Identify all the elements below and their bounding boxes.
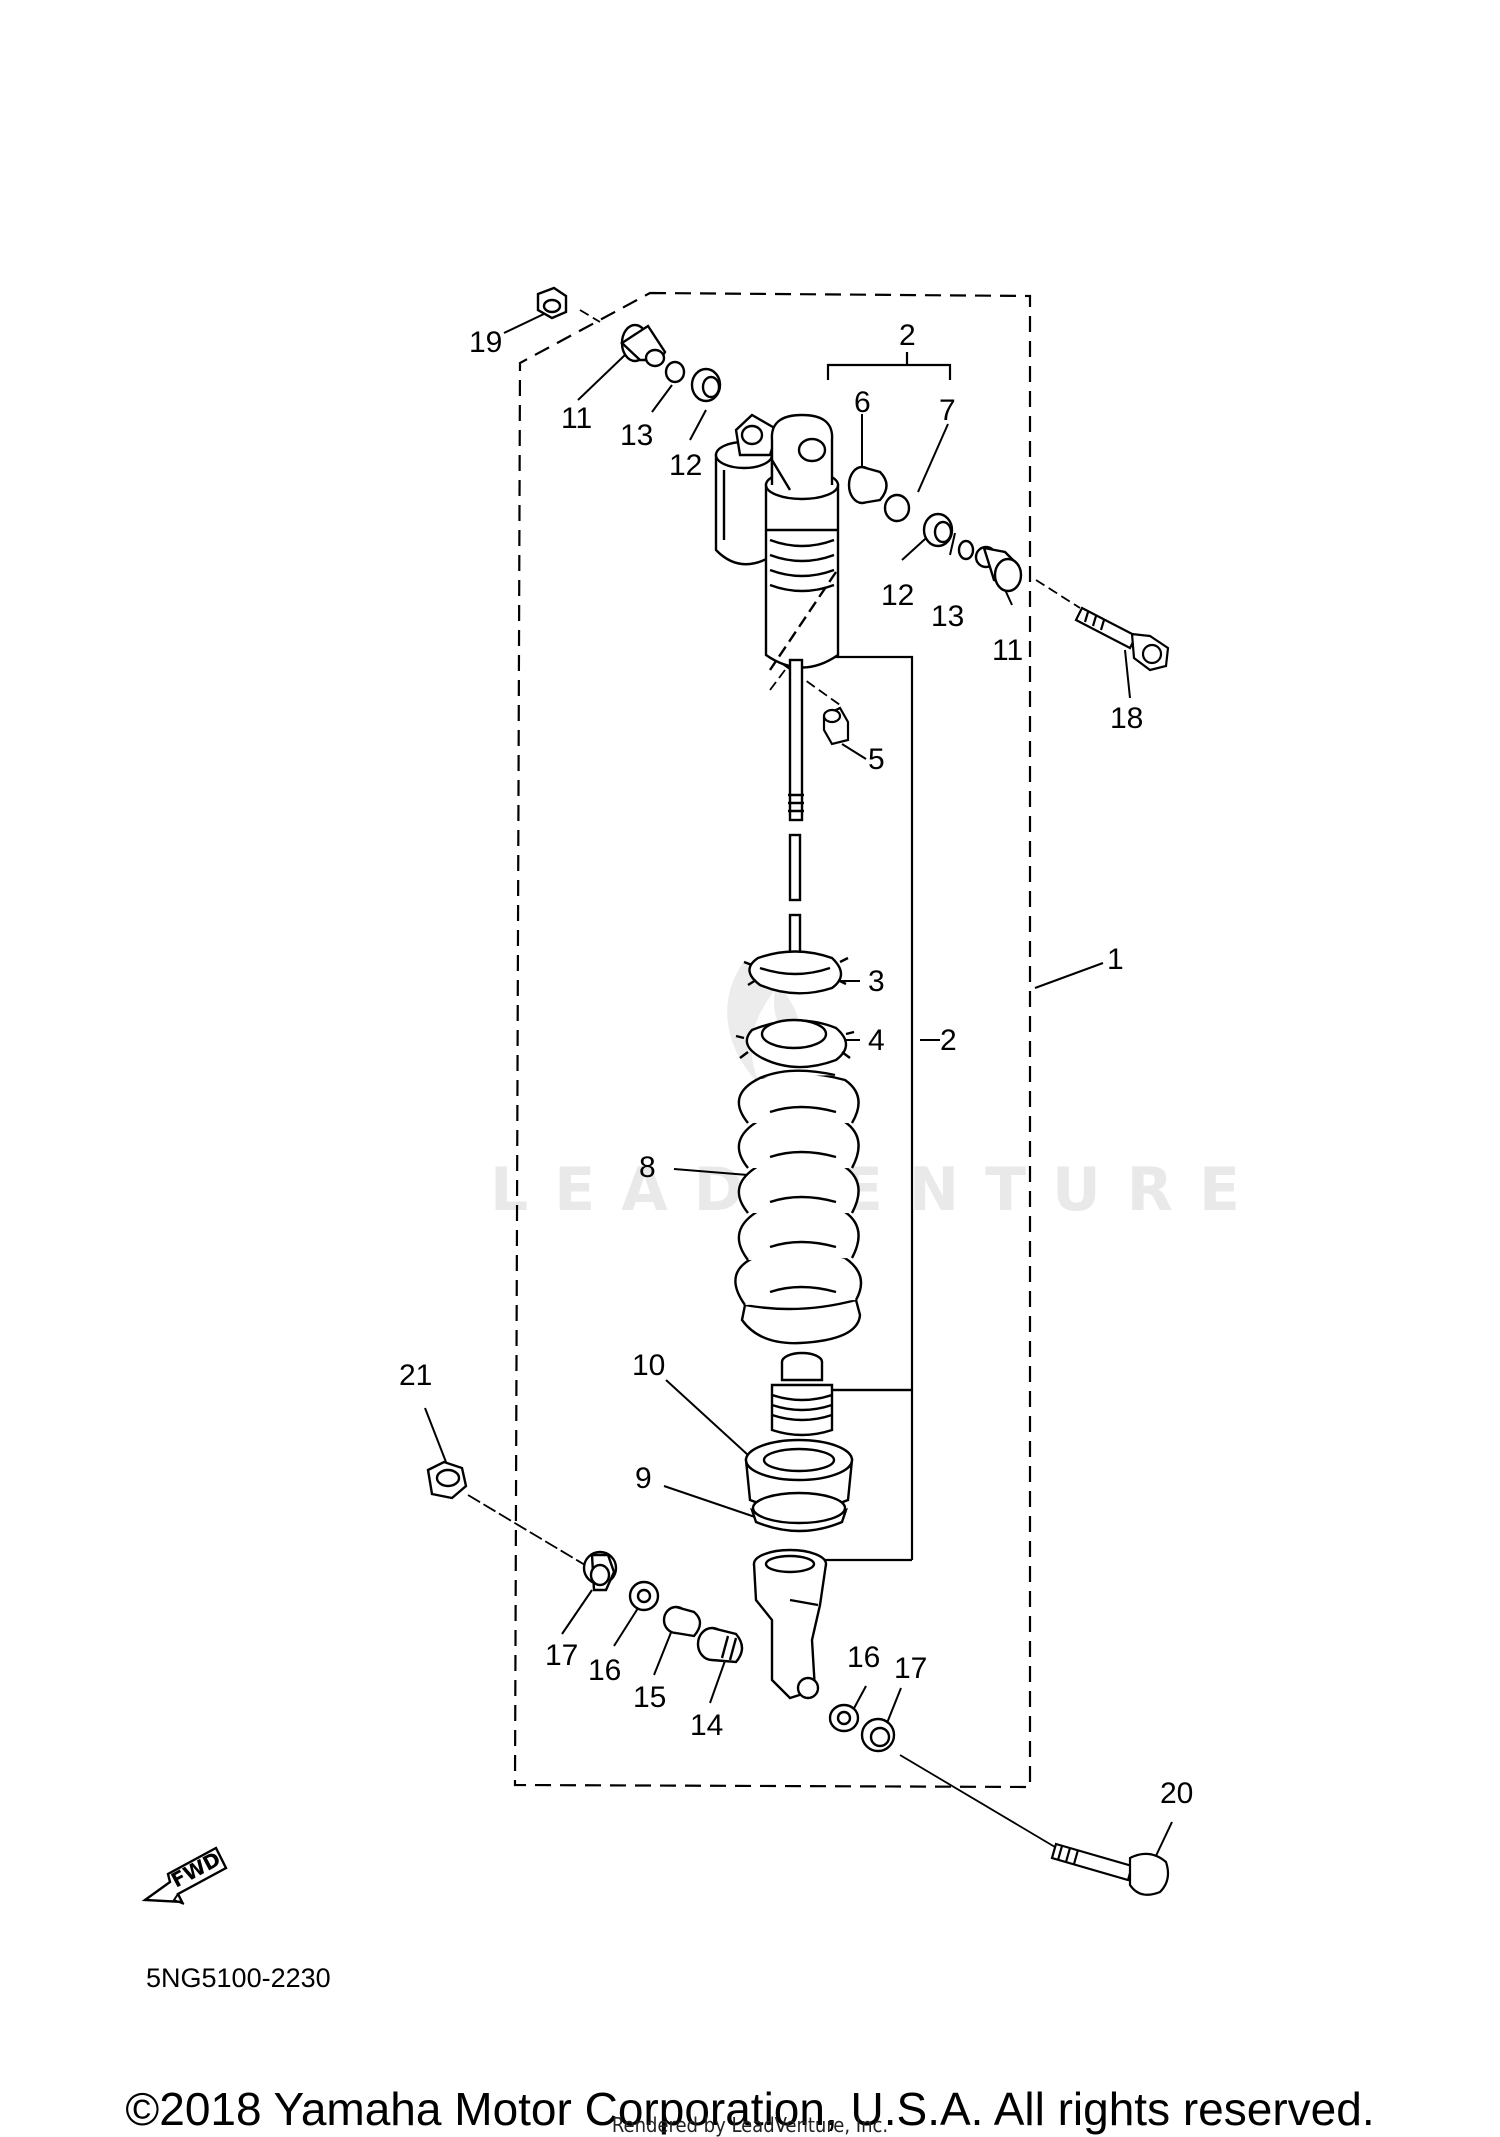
part-16-washer-left [628, 1580, 660, 1612]
part-16-washer-right [828, 1703, 860, 1733]
callout-10: 10 [632, 1349, 665, 1382]
rendered-by-notice: Rendered by LeadVenture, Inc. [611, 2113, 889, 2137]
callout-19: 19 [469, 326, 502, 359]
part-12-seal-right [922, 512, 954, 548]
watermark-text: LEADVENTURE [490, 1155, 1266, 1225]
part-21-nut [426, 1460, 468, 1500]
callout-15: 15 [633, 1681, 666, 1714]
callout-4: 4 [868, 1024, 885, 1057]
callout-12-left: 12 [669, 449, 702, 482]
callout-12-right: 12 [881, 579, 914, 612]
callout-3: 3 [868, 965, 885, 998]
clevis [752, 1548, 828, 1700]
watermark: LEADVENTURE [490, 960, 1266, 1225]
part-17-cap-left [582, 1550, 618, 1592]
callout-7: 7 [939, 394, 956, 427]
callout-11-right: 11 [992, 634, 1023, 667]
part-18-bolt [1074, 606, 1170, 672]
bracket-lines [820, 352, 952, 1562]
leader-lines [424, 312, 1173, 1861]
callout-20: 20 [1160, 1777, 1193, 1810]
part-13-oring-left [664, 360, 686, 384]
copyright-notice: ©2018 Yamaha Motor Corporation, U.S.A. A… [125, 2083, 1375, 2135]
part-13-oring-right [957, 539, 975, 561]
callout-21: 21 [399, 1359, 432, 1392]
part-bumper [770, 1351, 834, 1437]
part-19-nut [536, 286, 568, 320]
callout-11-left: 11 [561, 402, 592, 435]
callout-13-right: 13 [931, 600, 964, 633]
callout-16-left: 16 [588, 1654, 621, 1687]
callout-1: 1 [1107, 943, 1124, 976]
part-15-collar [662, 1605, 702, 1638]
fwd-arrow-icon: FWD [141, 1846, 228, 1905]
callout-5: 5 [868, 743, 885, 776]
part-6-bushing [847, 465, 888, 505]
callout-labels: 1 2 2 3 4 5 6 7 8 9 10 11 11 12 12 13 13… [399, 319, 1193, 1810]
part-17-cap-right [860, 1717, 896, 1753]
callout-8: 8 [639, 1151, 656, 1184]
callout-14: 14 [690, 1709, 723, 1742]
part-20-bolt [1050, 1842, 1170, 1896]
part-11-collar-left [620, 323, 667, 368]
part-3-locknut [743, 950, 849, 995]
callout-13-left: 13 [620, 419, 653, 452]
diagram-code: 5NG5100-2230 [146, 1963, 331, 1993]
callout-2-top: 2 [899, 319, 916, 352]
callout-6: 6 [854, 386, 871, 419]
part-7-clip [883, 493, 911, 523]
part-4-adjuster-nut [735, 1018, 855, 1069]
callout-2-right: 2 [940, 1024, 957, 1057]
shock-body [714, 413, 840, 957]
callout-17-right: 17 [894, 1652, 927, 1685]
callout-16-right: 16 [847, 1641, 880, 1674]
callout-17-left: 17 [545, 1639, 578, 1672]
part-14-bearing [696, 1626, 744, 1664]
part-8-spring [734, 1069, 863, 1345]
assembly-boundary [513, 291, 1032, 1789]
callout-18: 18 [1110, 702, 1143, 735]
part-5-fitting [822, 706, 850, 746]
callout-9: 9 [635, 1462, 652, 1495]
part-11-collar-right [974, 545, 1023, 593]
part-12-seal-left [690, 367, 722, 403]
part-9-guide [750, 1491, 848, 1533]
bracket-2-top [826, 363, 952, 380]
